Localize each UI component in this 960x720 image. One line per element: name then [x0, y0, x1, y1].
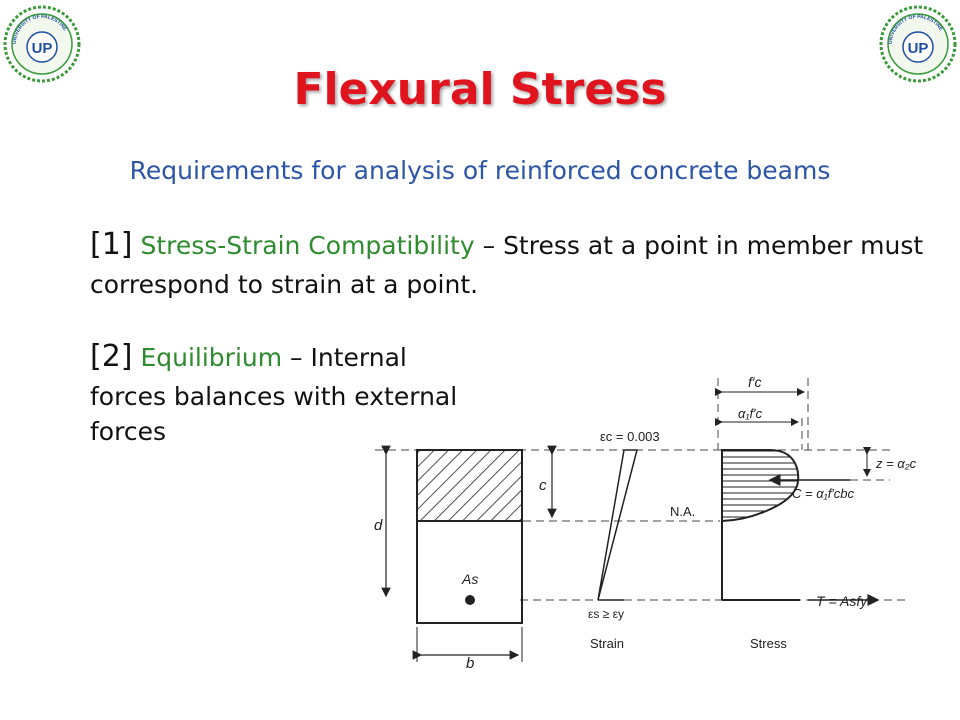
- beam-section: [416, 449, 523, 624]
- label-alpha-fc: α₁f′c: [738, 406, 763, 421]
- item-number: [2]: [90, 339, 133, 374]
- item-text: – Internal forces balances with external…: [90, 343, 458, 447]
- label-b: b: [466, 655, 474, 670]
- label-z: z = α₂c: [875, 456, 917, 471]
- label-as: As: [461, 571, 478, 587]
- university-logo-left: UNIVERSITY OF PALESTINE UP: [3, 5, 81, 83]
- label-eps-s: εs ≥ εy: [588, 607, 624, 621]
- item-term: Equilibrium: [140, 343, 283, 372]
- label-eps-c: εc = 0.003: [600, 429, 660, 444]
- slide-title: Flexural Stress: [293, 64, 667, 115]
- university-logo-right: UNIVERSITY OF PALESTINE UP: [879, 5, 957, 83]
- label-T: T = Asfy: [816, 593, 868, 609]
- label-na: N.A.: [670, 504, 695, 519]
- logo-text: UP: [908, 40, 929, 57]
- slide-subtitle: Requirements for analysis of reinforced …: [129, 156, 831, 185]
- rebar: [465, 595, 475, 605]
- label-c: c: [539, 477, 547, 494]
- item-text: – Stress at a point in member must corre…: [90, 231, 924, 299]
- logo-text: UP: [32, 40, 53, 57]
- label-stress: Stress: [750, 636, 787, 651]
- requirement-item-2: [2] Equilibrium – Internal forces balanc…: [90, 336, 490, 450]
- label-C: C = α₁f′cbc: [792, 486, 854, 501]
- stress-block: [721, 449, 800, 523]
- label-fc: f′c: [748, 374, 762, 390]
- compression-zone: [417, 450, 522, 520]
- label-d: d: [374, 517, 383, 534]
- requirement-item-1: [1] Stress-Strain Compatibility – Stress…: [90, 224, 950, 302]
- label-strain: Strain: [590, 636, 624, 651]
- item-term: Stress-Strain Compatibility: [140, 231, 475, 260]
- strain-diagram: [597, 449, 638, 601]
- item-number: [1]: [90, 227, 133, 262]
- beam-diagram: As d c b εc = 0.003 εs ≥ εy Strain N.A. …: [374, 374, 917, 670]
